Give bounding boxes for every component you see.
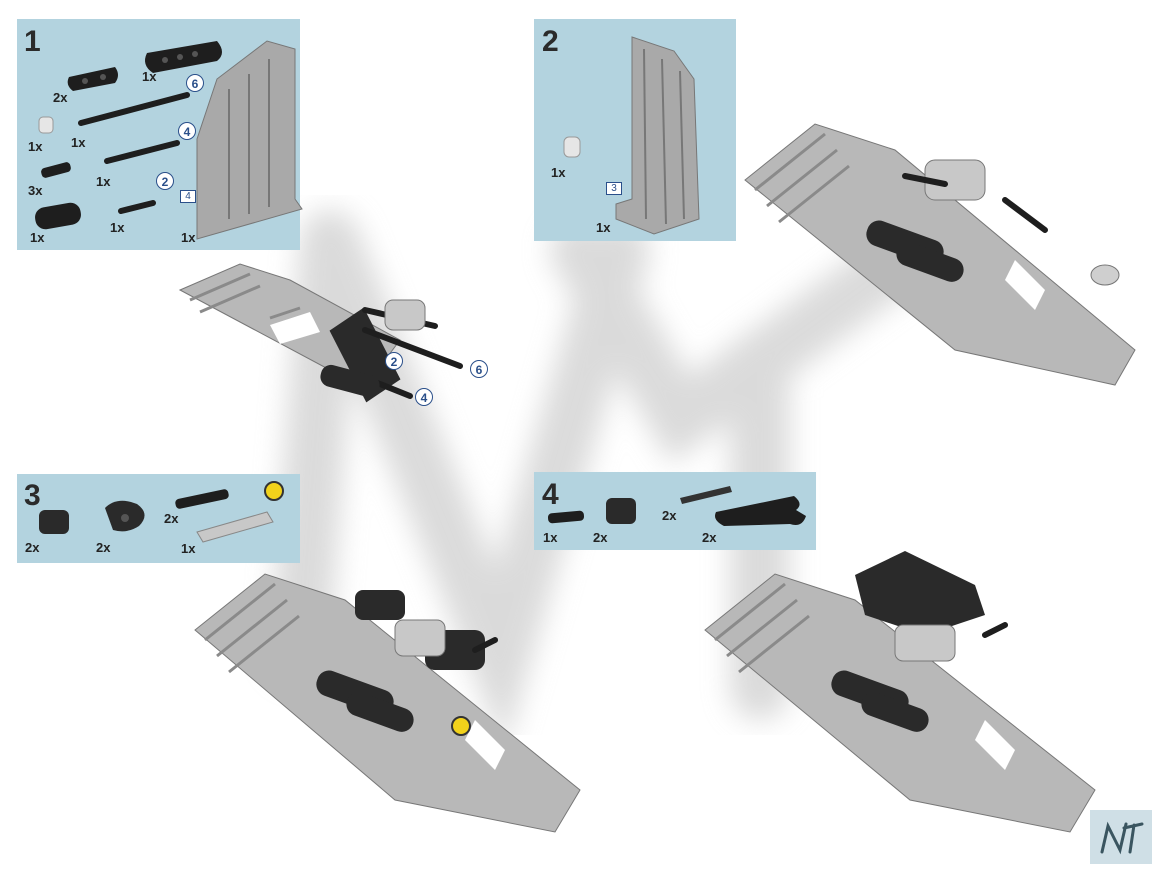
step-4-qty-pin: 1x bbox=[543, 530, 558, 545]
step-1-qty-axle6: 1x bbox=[71, 135, 86, 150]
step-1-qty-pin: 3x bbox=[28, 183, 43, 198]
step-1-number: 1 bbox=[24, 25, 41, 58]
step-2-number: 2 bbox=[542, 25, 559, 58]
step-1-qty-panel: 1x bbox=[181, 230, 196, 245]
step-2-parts-art bbox=[563, 36, 700, 235]
step-3-assembly-art bbox=[194, 573, 581, 833]
step-2-assembly-art bbox=[744, 123, 1136, 386]
step-3-qty-liftarm: 2x bbox=[96, 540, 111, 555]
brand-logo bbox=[1090, 810, 1152, 864]
step-4-parts-art bbox=[547, 486, 806, 526]
step-4-assembly-art bbox=[704, 551, 1096, 833]
step-4-qty-axle: 2x bbox=[662, 508, 677, 523]
step-1-qty-axle4: 1x bbox=[96, 174, 111, 189]
step-1-axle-length-6: 6 bbox=[186, 74, 204, 92]
step-2-qty-bush: 1x bbox=[551, 165, 566, 180]
step-1-submodel-ref: 4 bbox=[180, 190, 196, 203]
step-3-qty-connector: 2x bbox=[25, 540, 40, 555]
callout-axle-2: 2 bbox=[385, 352, 403, 370]
callout-axle-4: 4 bbox=[415, 388, 433, 406]
step-3-number: 3 bbox=[24, 479, 41, 512]
step-3-assembly-highlight-dot bbox=[451, 716, 471, 736]
step-2-submodel-ref: 3 bbox=[606, 182, 622, 195]
step-1-qty-beam3: 2x bbox=[53, 90, 68, 105]
step-1-qty-beam5: 1x bbox=[142, 69, 157, 84]
step-3-qty-tube: 1x bbox=[181, 541, 196, 556]
step-1-assembly-art bbox=[178, 263, 463, 403]
step-2-qty-panel: 1x bbox=[596, 220, 611, 235]
step-3-qty-pin: 2x bbox=[164, 511, 179, 526]
step-1-axle-length-4: 4 bbox=[178, 122, 196, 140]
step-4-qty-beam: 2x bbox=[702, 530, 717, 545]
step-3-highlight-dot bbox=[264, 481, 284, 501]
step-1-qty-bush: 1x bbox=[28, 139, 43, 154]
step-3-parts-art bbox=[39, 489, 274, 543]
step-1-qty-axle2: 1x bbox=[110, 220, 125, 235]
step-1-parts-art bbox=[35, 40, 303, 240]
step-4-qty-connector: 2x bbox=[593, 530, 608, 545]
callout-axle-6: 6 bbox=[470, 360, 488, 378]
step-1-qty-connector: 1x bbox=[30, 230, 45, 245]
step-4-number: 4 bbox=[542, 478, 559, 511]
step-1-axle-length-2: 2 bbox=[156, 172, 174, 190]
